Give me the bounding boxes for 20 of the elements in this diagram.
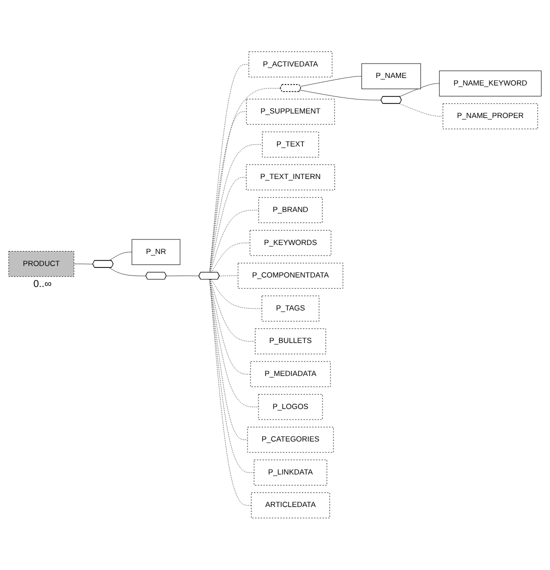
connector bbox=[209, 64, 250, 273]
connector bbox=[399, 104, 444, 117]
connector bbox=[210, 279, 251, 374]
cardinality-label: 0..∞ bbox=[33, 278, 52, 290]
connector bbox=[399, 83, 440, 97]
connector bbox=[300, 76, 362, 87]
connector bbox=[210, 144, 262, 273]
connector bbox=[300, 90, 382, 100]
connector bbox=[209, 112, 247, 273]
connector bbox=[210, 279, 259, 408]
connector bbox=[108, 252, 132, 261]
connector bbox=[211, 242, 250, 273]
connector bbox=[210, 279, 256, 342]
connector bbox=[108, 268, 146, 276]
connector bbox=[209, 279, 254, 473]
connector bbox=[210, 210, 259, 273]
connector bbox=[209, 88, 281, 273]
connector bbox=[210, 177, 246, 273]
connector bbox=[209, 279, 252, 506]
connector bbox=[211, 279, 262, 309]
